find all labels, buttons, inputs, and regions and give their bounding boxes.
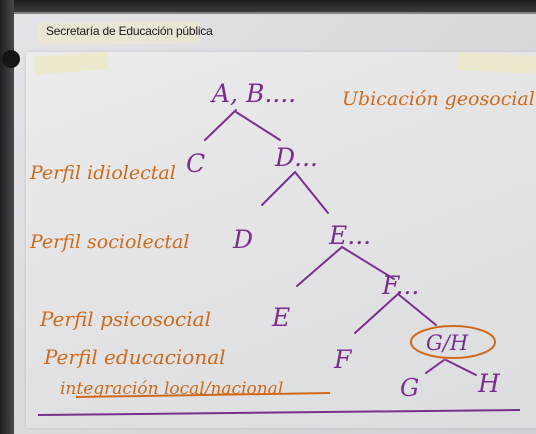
header-label: Secretaría de Educación pública [46, 24, 213, 38]
label-perfil-sociolectal: Perfil sociolectal [29, 231, 189, 253]
label-perfil-educacional: Perfil educacional [43, 345, 226, 369]
node-g: G [400, 374, 419, 402]
node-d-left: D [232, 225, 253, 254]
node-e-left: E [271, 303, 290, 332]
magnet-dot [2, 50, 20, 68]
frame-top-edge [0, 0, 536, 12]
label-ubicacion: Ubicación geosocial [342, 88, 535, 110]
branch-e-e [296, 246, 343, 287]
branch-ab-d [235, 111, 281, 141]
node-root: A, B.... [210, 79, 296, 108]
node-h: H [477, 369, 501, 398]
label-perfil-idiolectal: Perfil idiolectal [29, 162, 176, 184]
branch-ab-c [204, 109, 237, 141]
frame-left-edge [0, 0, 14, 434]
branch-d-e [294, 171, 329, 214]
branch-gh-h [445, 359, 477, 376]
branch-d-d [261, 171, 296, 206]
underline-orange [75, 392, 331, 398]
branch-f-f [354, 293, 399, 334]
node-d-top: D... [274, 143, 318, 172]
node-e-top: E... [328, 221, 371, 250]
node-f-top: F... [381, 271, 419, 300]
node-f-left: F [333, 345, 353, 374]
baseline-purple [37, 409, 521, 416]
branch-f-gh [397, 293, 437, 326]
node-c: C [186, 149, 205, 178]
branch-gh-g [425, 359, 445, 374]
paper-sheet [26, 52, 536, 428]
label-perfil-psicosocial: Perfil psicosocial [39, 307, 211, 331]
label-integracion: integración local/nacional [60, 379, 283, 399]
tree-branches [204, 109, 477, 376]
node-gh: G/H [426, 331, 469, 355]
gh-highlight-circle [410, 325, 496, 359]
branch-e-f [341, 246, 395, 280]
